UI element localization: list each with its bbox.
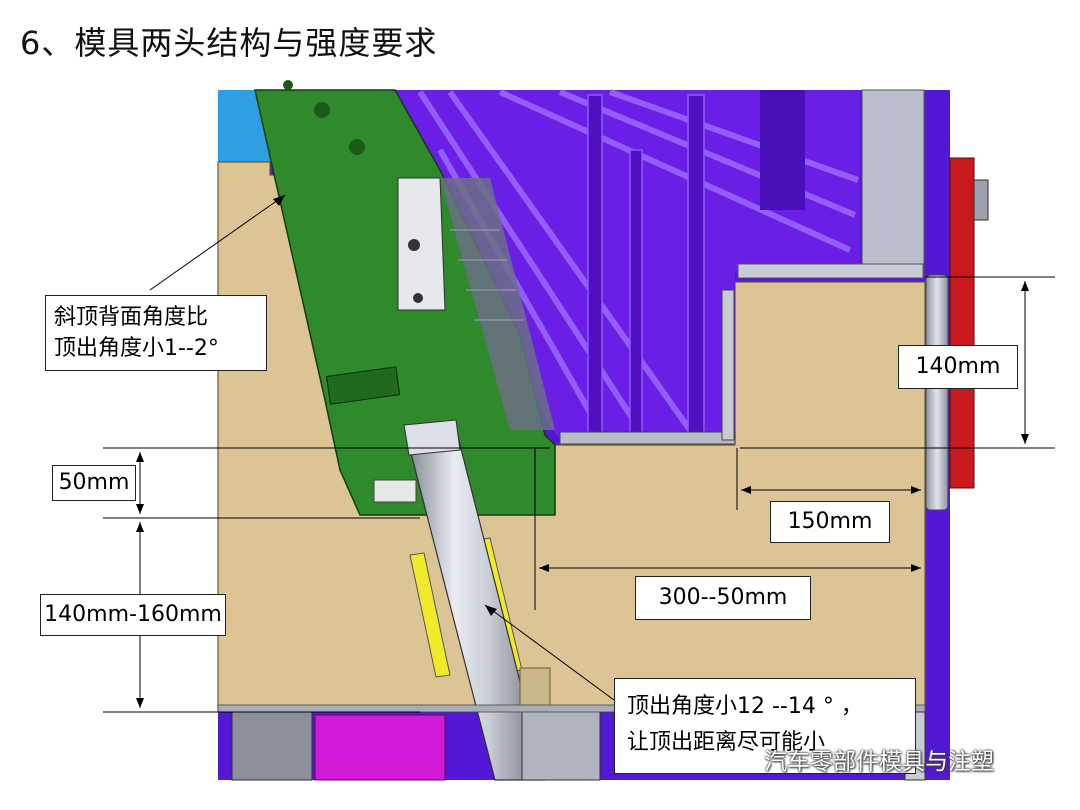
guide-yellow-left — [409, 552, 451, 678]
dim-label-140-text: 140mm — [915, 354, 1001, 379]
red-block-cap — [973, 179, 989, 221]
callout-eject-angle: 顶出角度小12 --14 ° ， 让顶出距离尽可能小 — [614, 678, 916, 774]
lifter-tab-white — [373, 479, 417, 503]
dimension-lines — [103, 194, 1055, 713]
callout-eject-angle-line1: 顶出角度小12 --14 ° ， — [627, 694, 863, 719]
lifter-bracket — [397, 177, 446, 311]
grey-plate-bottom — [737, 263, 924, 279]
callout-back-angle-line2: 顶出角度小1--2° — [54, 336, 219, 361]
dim-label-50-text: 50mm — [58, 470, 130, 495]
bottom-plate-magenta — [314, 714, 446, 781]
purple-panel-right — [760, 90, 805, 210]
dim-label-140-160: 140mm-160mm — [40, 594, 226, 636]
watermark: 汽车零部件模具与注塑 — [728, 742, 994, 776]
callout-back-angle: 斜顶背面角度比 顶出角度小1--2° — [45, 295, 267, 371]
callout-eject-angle-line2: 让顶出距离尽可能小 — [627, 730, 826, 755]
dim-label-140: 140mm — [898, 345, 1018, 389]
page-title: 6、模具两头结构与强度要求 — [20, 24, 438, 62]
wechat-icon — [729, 749, 757, 769]
bottom-rail — [217, 704, 926, 713]
grey-plate-right — [861, 89, 925, 276]
dim-label-300: 300--50mm — [635, 576, 811, 620]
pin-collar — [403, 419, 461, 456]
bottom-plate-grey — [231, 711, 313, 781]
side-rail-grey — [925, 274, 949, 511]
lifter-holes — [283, 80, 365, 155]
dim-label-50: 50mm — [52, 465, 136, 501]
pocket-rim — [559, 431, 736, 445]
dim-label-150-text: 150mm — [787, 509, 873, 534]
pocket-side — [721, 289, 735, 441]
bottom-small-block — [519, 667, 551, 711]
dim-label-300-text: 300--50mm — [658, 585, 788, 610]
watermark-text: 汽车零部件模具与注塑 — [764, 749, 994, 775]
purple-rods — [417, 89, 860, 432]
bottom-block-grey — [521, 709, 601, 781]
callout-back-angle-line1: 斜顶背面角度比 — [54, 305, 209, 330]
dim-label-140-160-text: 140mm-160mm — [44, 602, 222, 627]
lifter-insert — [440, 178, 555, 430]
lifter-tab — [325, 366, 401, 405]
dim-label-150: 150mm — [770, 501, 890, 543]
red-block — [949, 157, 975, 489]
dimension-arrows — [136, 195, 1029, 708]
